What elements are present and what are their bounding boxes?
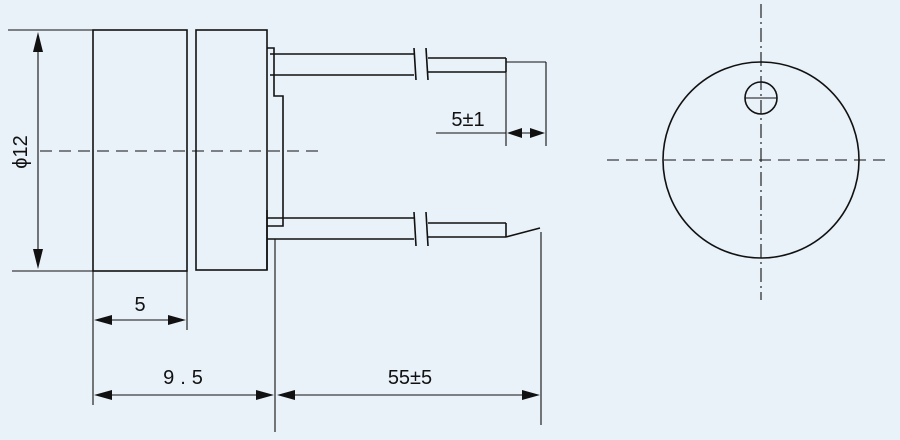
lead-length-label: 55±5 (388, 367, 432, 389)
buzzer-base (195, 29, 268, 271)
lead-strip-label: 5±1 (451, 109, 484, 131)
body-length-dimension: 5 (92, 271, 188, 330)
total-length-dimension: 9.5 (92, 239, 276, 432)
diameter-label: ϕ12 (10, 135, 32, 168)
front-view (607, 4, 887, 300)
upper-lead (270, 47, 507, 81)
total-length-label: 9.5 (163, 367, 209, 389)
body-length-label: 5 (134, 294, 145, 316)
buzzer-body (92, 29, 188, 272)
diameter-dimension: ϕ12 (10, 32, 43, 269)
lead-length-dimension: 55±5 (277, 232, 542, 425)
lead-strip-dimension: 5±1 (436, 61, 547, 146)
lower-lead (267, 211, 541, 247)
side-view (8, 29, 541, 272)
